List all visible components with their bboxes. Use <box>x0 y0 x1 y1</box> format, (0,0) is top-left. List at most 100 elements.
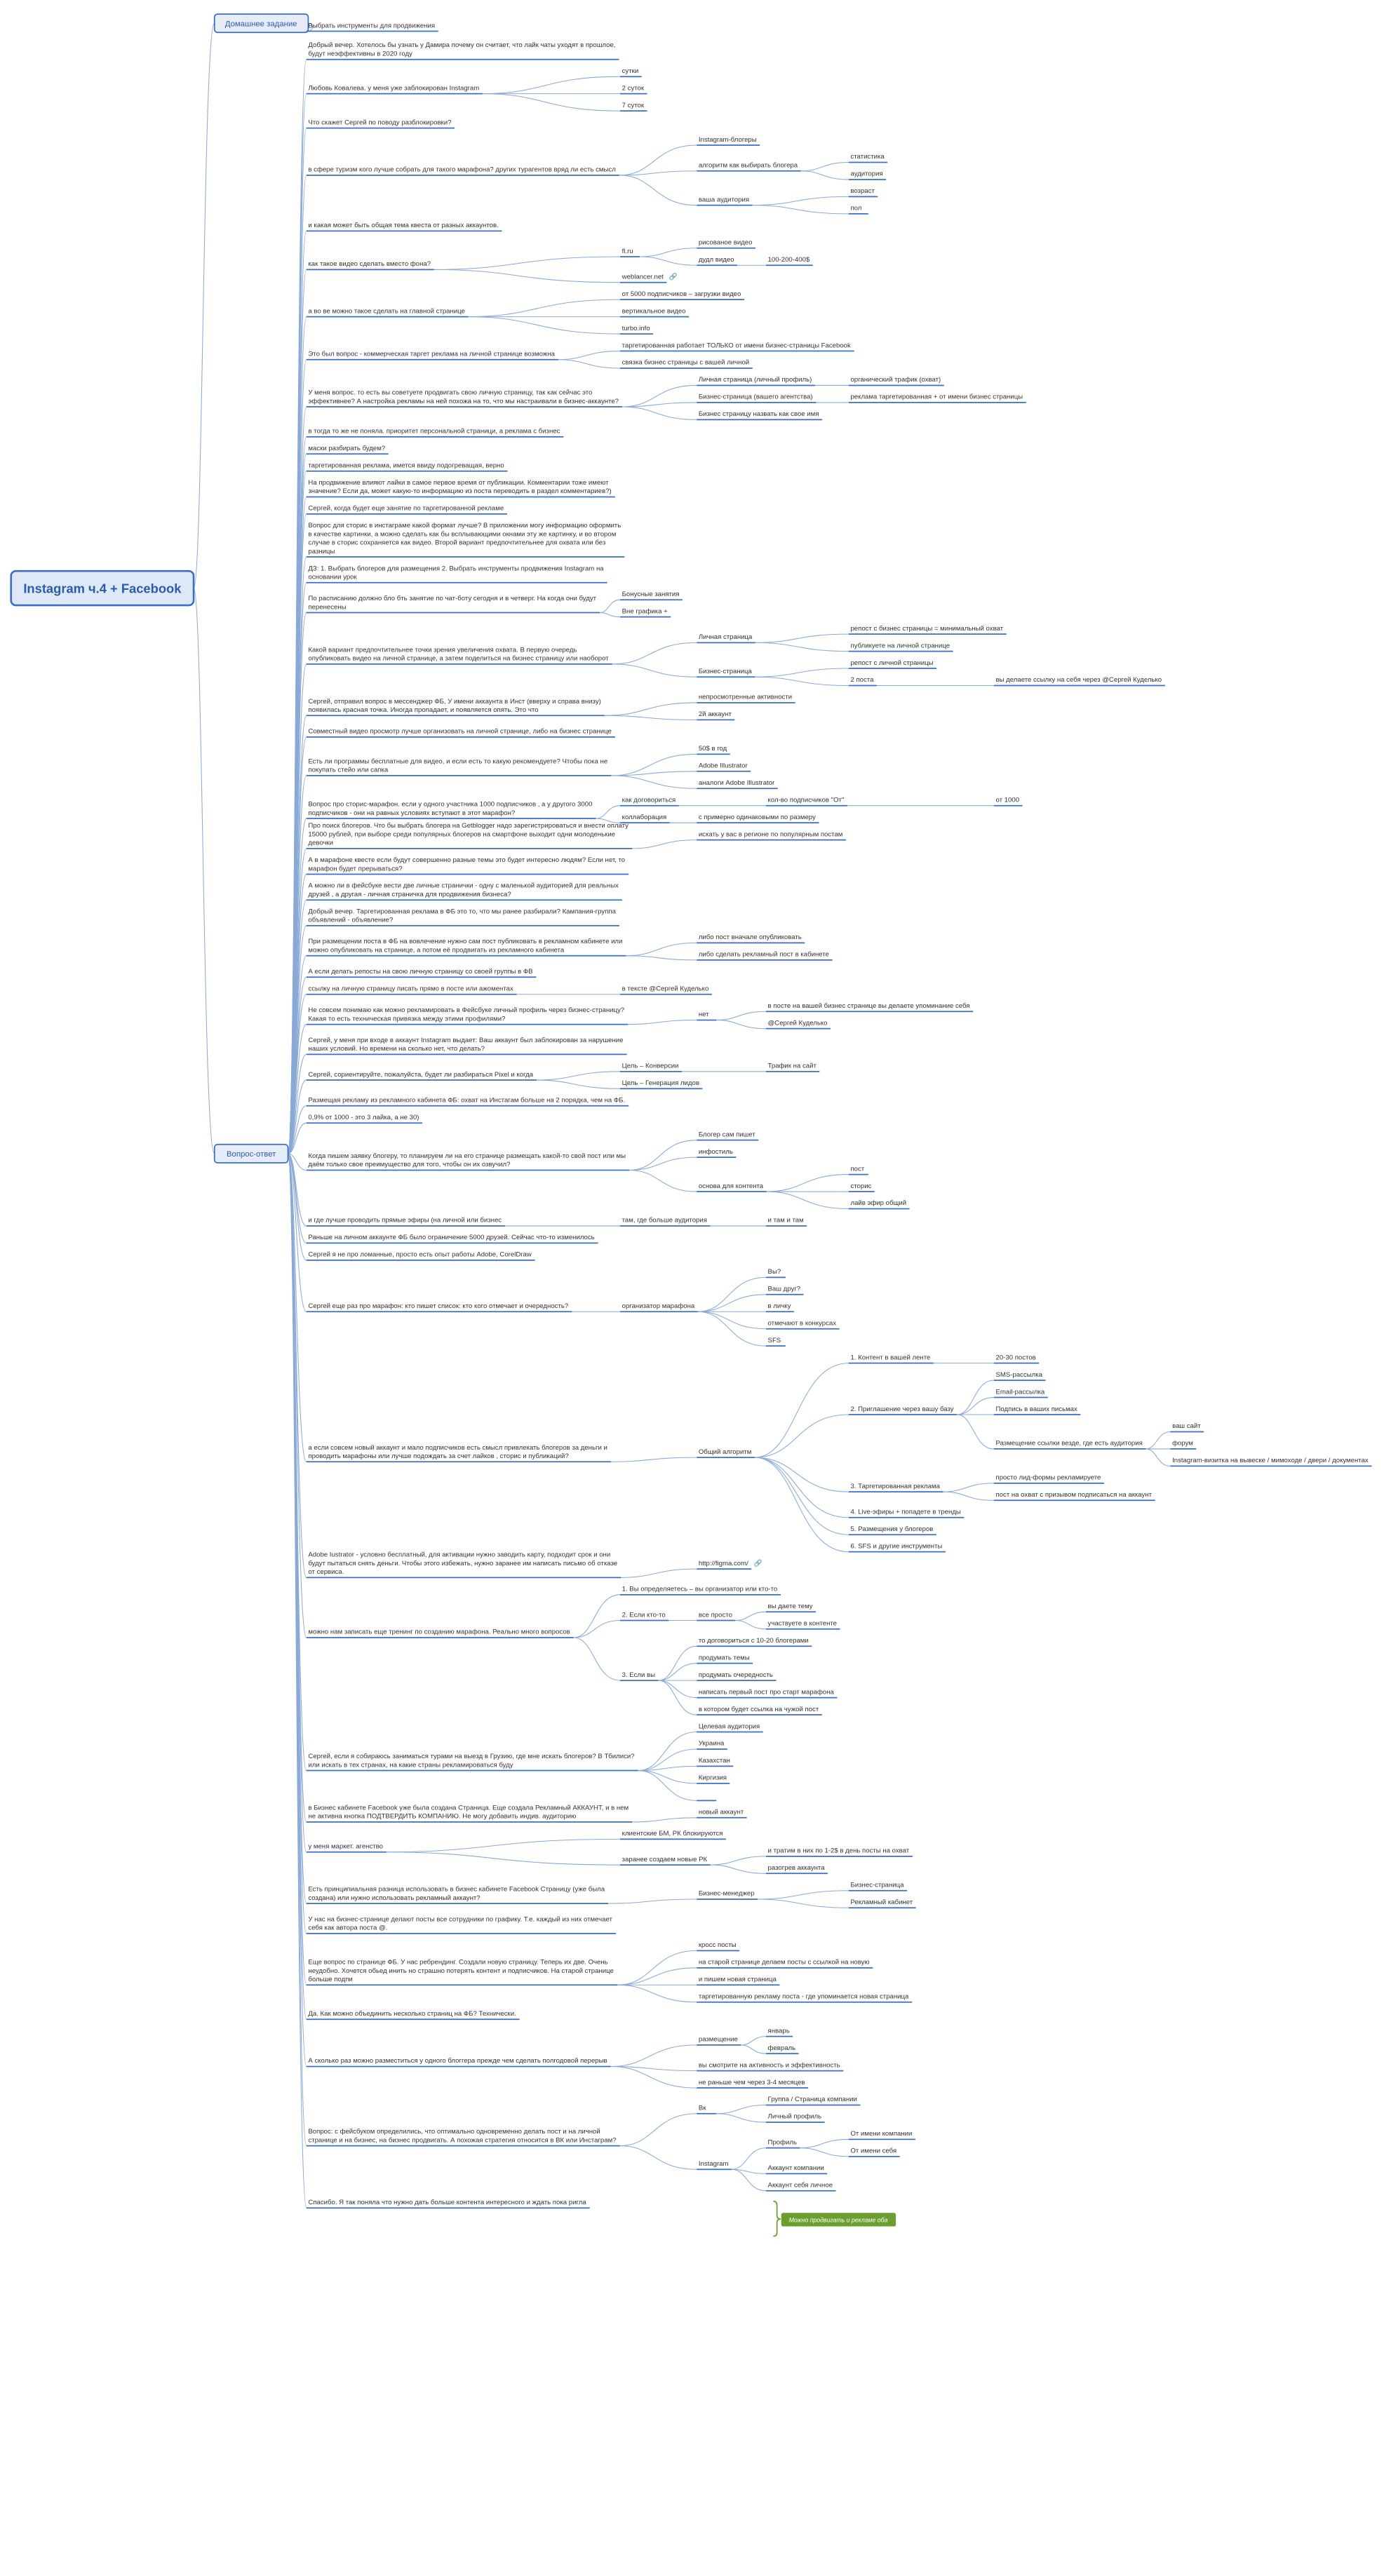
topic-node[interactable]: Не совсем понимаю как можно рекламироват… <box>306 1006 629 1025</box>
topic-node[interactable]: Подпись в ваших письмах <box>993 1405 1081 1415</box>
link-icon[interactable]: 🔗 <box>754 1559 762 1567</box>
topic-node[interactable]: У меня вопрос. то есть вы советуете прод… <box>306 389 623 407</box>
topic-node[interactable]: там, где больше аудитория <box>620 1217 711 1227</box>
topic-node[interactable]: fl.ru <box>620 248 640 257</box>
topic-node[interactable]: сторис <box>848 1182 875 1192</box>
topic-node[interactable]: Adobe Illustrator <box>697 762 751 772</box>
topic-node[interactable]: либо сделать рекламный пост в кабинете <box>697 951 833 961</box>
topic-node[interactable]: 2. Если кто-то <box>620 1611 669 1621</box>
topic-node[interactable]: Спасибо. Я так поняла что нужно дать бол… <box>306 2199 590 2209</box>
topic-node[interactable]: Email-рассылка <box>993 1388 1048 1398</box>
topic-node[interactable]: аналоги Adobe Illustrator <box>697 779 778 790</box>
topic-node[interactable]: пост на охват с призывом подписаться на … <box>993 1491 1155 1502</box>
topic-node[interactable]: SMS-рассылка <box>993 1371 1046 1381</box>
topic-node[interactable]: сутки <box>620 67 642 78</box>
topic-node[interactable]: а если совсем новый аккаунт и мало подпи… <box>306 1444 611 1463</box>
topic-node[interactable]: Личная страница <box>697 633 755 644</box>
topic-node[interactable]: Целевая аудитория <box>697 1722 763 1733</box>
topic-node[interactable]: Про поиск блогеров. Что бы выбрать блоге… <box>306 822 633 849</box>
topic-node[interactable]: пост <box>848 1165 868 1175</box>
topic-node[interactable]: непросмотренные активности <box>697 694 795 703</box>
topic-node[interactable]: форум <box>1170 1440 1197 1450</box>
topic-node[interactable]: 5. Размещения у блогеров <box>848 1525 936 1536</box>
topic-node[interactable]: 2 поста <box>848 676 877 687</box>
topic-node[interactable]: А если делать репосты на свою личную стр… <box>306 968 537 978</box>
topic-node[interactable]: 3. Если вы <box>620 1671 659 1682</box>
topic-node[interactable]: А в марафоне квесте если будут совершенн… <box>306 856 629 875</box>
topic-node[interactable]: лайв эфир общий <box>848 1199 910 1210</box>
topic-node[interactable]: вы делаете ссылку на себя через @Сергей … <box>993 676 1165 687</box>
topic-node[interactable]: http://figma.com/🔗 <box>697 1559 762 1570</box>
topic-node[interactable]: с примерно одинаковыми по размеру <box>697 814 819 824</box>
topic-node[interactable]: Сергей еще раз про марафон: кто пишет сп… <box>306 1302 572 1313</box>
root-node[interactable] <box>10 569 195 607</box>
topic-node[interactable]: не раньше чем через 3-4 месяцев <box>697 2079 809 2089</box>
topic-node[interactable]: Какой вариант предпочтительнее точки зре… <box>306 646 612 665</box>
topic-node[interactable]: связка бизнес страницы с вашей личной <box>620 359 753 369</box>
qa-node[interactable] <box>213 1143 289 1164</box>
topic-node[interactable]: в личку <box>765 1302 794 1313</box>
topic-node[interactable]: turbo.info <box>620 325 654 335</box>
topic-node[interactable]: вертикальное видео <box>620 307 690 318</box>
topic-node[interactable]: рисованое видео <box>697 239 755 249</box>
topic-node[interactable]: Аккаунт компании <box>765 2164 828 2175</box>
topic-node[interactable]: все просто <box>697 1611 736 1621</box>
topic-node[interactable]: дудл видео <box>697 256 737 267</box>
homework-node[interactable] <box>213 13 309 34</box>
topic-node[interactable]: Блогер сам пишет <box>697 1131 759 1141</box>
topic-node[interactable]: на старой странице делаем посты с ссылко… <box>697 1959 873 1969</box>
topic-node[interactable]: коллаборация <box>620 814 670 824</box>
topic-node[interactable]: 3. Таргетированная реклама <box>848 1483 943 1492</box>
topic-node[interactable]: Что скажет Сергей по поводу разблокировк… <box>306 119 455 129</box>
topic-node[interactable]: Любовь Ковалева. у меня уже заблокирован… <box>306 84 483 95</box>
topic-node[interactable]: можно нам записать еще тренинг по создан… <box>306 1628 574 1638</box>
topic-node[interactable]: заранее создаем новые РК <box>620 1856 711 1866</box>
topic-node[interactable]: либо пост вначале опубликовать <box>697 933 805 944</box>
topic-node[interactable]: ваша аудитория <box>697 196 753 206</box>
topic-node[interactable]: Вк <box>697 2104 717 2115</box>
topic-node[interactable]: Раньше на личном аккаунте ФБ было ограни… <box>306 1234 598 1244</box>
topic-node[interactable]: Сергей я не про ломанные, просто есть оп… <box>306 1251 535 1261</box>
topic-node[interactable]: Вопрос: с фейсбуком определились, что оп… <box>306 2128 620 2147</box>
topic-node[interactable]: в тогда то же не поняла. приоритет персо… <box>306 428 564 438</box>
topic-node[interactable]: и какая может быть общая тема квеста от … <box>306 222 502 232</box>
topic-node[interactable]: кол-во подписчиков "От" <box>765 796 847 807</box>
topic-node[interactable]: Сергей, у меня при входе в аккаунт Insta… <box>306 1037 627 1056</box>
topic-node[interactable]: таргетированная реклама, имется ввиду по… <box>306 462 508 472</box>
topic-node[interactable]: разогрев аккаунта <box>765 1864 828 1875</box>
topic-node[interactable]: Аккаунт себя личное <box>765 2182 836 2192</box>
topic-node[interactable]: февраль <box>765 2044 799 2054</box>
topic-node[interactable]: 7 суток <box>620 102 647 112</box>
topic-node[interactable]: А можно ли в фейсбуке вести две личные с… <box>306 882 622 901</box>
topic-node[interactable]: 2 суток <box>620 84 647 95</box>
topic-node[interactable]: возраст <box>848 187 878 198</box>
note-box[interactable] <box>781 2213 896 2227</box>
topic-node[interactable]: основа для контента <box>697 1182 767 1192</box>
topic-node[interactable]: маски разбирать будем? <box>306 445 389 455</box>
topic-node[interactable]: Сергей, когда будет еще занятие по тарге… <box>306 505 507 515</box>
topic-node[interactable]: репост с бизнес страницы = минимальный о… <box>848 625 1007 635</box>
topic-node[interactable]: и там и там <box>765 1217 807 1227</box>
topic-node[interactable]: Цель – Конверсии <box>620 1063 682 1072</box>
topic-node[interactable]: ссылку на личную страницу писать прямо в… <box>306 985 517 995</box>
topic-node[interactable]: алгоритм как выбирать блогера <box>697 161 801 172</box>
topic-node[interactable]: При размещении поста в ФБ на вовлечение … <box>306 938 626 957</box>
topic-node[interactable]: 1. Контент в вашей ленте <box>848 1354 934 1364</box>
topic-node[interactable]: По расписанию должно бло бть занятие по … <box>306 595 600 614</box>
topic-node[interactable]: аудитория <box>848 170 887 180</box>
topic-node[interactable]: Когда пишем заявку блогеру, то планируем… <box>306 1152 630 1171</box>
topic-node[interactable]: Да. Как можно объединить несколько стран… <box>306 2010 520 2021</box>
topic-node[interactable]: 100-200-400$ <box>765 256 813 267</box>
topic-node[interactable]: Сергей, если я собираюсь заниматься тура… <box>306 1753 638 1772</box>
topic-node[interactable]: Есть принципиальная разница использовать… <box>306 1886 609 1904</box>
topic-node[interactable]: Размещая рекламу из рекламного кабинета … <box>306 1097 629 1107</box>
topic-node[interactable]: нет <box>697 1011 717 1021</box>
topic-node[interactable]: продумать темы <box>697 1654 753 1664</box>
topic-node[interactable]: Казахстан <box>697 1757 734 1767</box>
topic-node[interactable]: Бонусные занятия <box>620 591 683 601</box>
link-icon[interactable]: 🔗 <box>669 272 678 281</box>
topic-node[interactable]: Размещение ссылки везде, где есть аудито… <box>993 1440 1146 1450</box>
topic-node[interactable]: 20-30 постов <box>993 1354 1040 1364</box>
topic-node[interactable]: Бизнес-страница (вашего агентства) <box>697 393 817 403</box>
topic-node[interactable]: Бизнес-страница <box>848 1882 907 1891</box>
